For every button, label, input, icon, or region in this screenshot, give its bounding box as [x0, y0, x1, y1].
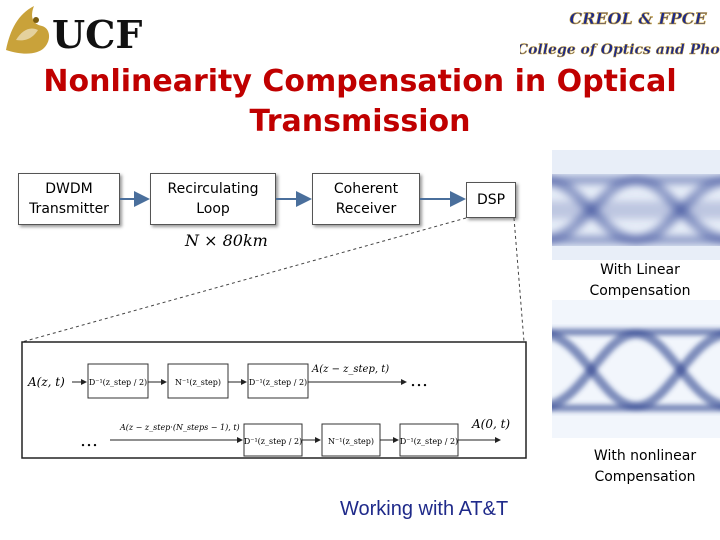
- dispersion-block-1: [87, 363, 149, 399]
- creol-logo-line2: The College of Optics and Photonics: [520, 42, 720, 58]
- coherent-receiver-block: Coherent Receiver: [312, 173, 420, 225]
- nonlinear-label-1: N⁻¹(z_step): [175, 378, 221, 387]
- step-signal-label: A(z − z_step, t): [311, 364, 389, 375]
- creol-logo: CREOL & FPCE The College of Optics and P…: [482, 2, 720, 62]
- recirculating-loop-block: Recirculating Loop: [150, 173, 276, 225]
- dwdm-transmitter-block: DWDM Transmitter: [18, 173, 120, 225]
- eye-diagram-linear: [552, 150, 720, 260]
- footer-text: Working with AT&T: [340, 498, 509, 520]
- creol-logo-line1: CREOL & FPCE: [569, 9, 707, 28]
- dispersion-label-2: D⁻¹(z_step / 2): [249, 378, 307, 387]
- pegasus-icon: [6, 6, 50, 54]
- eye-nonlinear-caption: With nonlinear Compensation: [593, 448, 697, 485]
- loop-length-label: N × 80km: [184, 231, 268, 250]
- slide-title: Nonlinearity Compensation in Optical Tra…: [43, 64, 677, 139]
- nonlinear-block-2: [321, 423, 381, 457]
- eye-diagram-nonlinear: [552, 300, 720, 438]
- nonlinear-block-1: [167, 363, 229, 399]
- dispersion-block-2: [247, 363, 309, 399]
- ucf-logo: UCF: [0, 0, 150, 60]
- output-signal-label: A(0, t): [471, 417, 510, 431]
- ucf-wordmark: UCF: [52, 12, 142, 57]
- dispersion-label-1: D⁻¹(z_step / 2): [89, 378, 147, 387]
- nonlinear-label-2: N⁻¹(z_step): [328, 437, 374, 446]
- ellipsis-row1: …: [410, 370, 428, 391]
- dispersion-label-4: D⁻¹(z_step / 2): [400, 437, 458, 446]
- input-signal-label: A(z, t): [27, 375, 65, 389]
- ellipsis-row2: …: [80, 430, 98, 451]
- zoom-line-left: [21, 217, 467, 343]
- last-step-signal-label: A(z − z_step·(N_steps − 1), t): [119, 423, 240, 432]
- dispersion-block-4: [399, 423, 459, 457]
- eye-linear-caption: With Linear Compensation: [589, 262, 691, 299]
- dispersion-label-3: D⁻¹(z_step / 2): [244, 437, 302, 446]
- zoom-line-right: [513, 217, 525, 343]
- dsp-block: DSP: [466, 182, 516, 218]
